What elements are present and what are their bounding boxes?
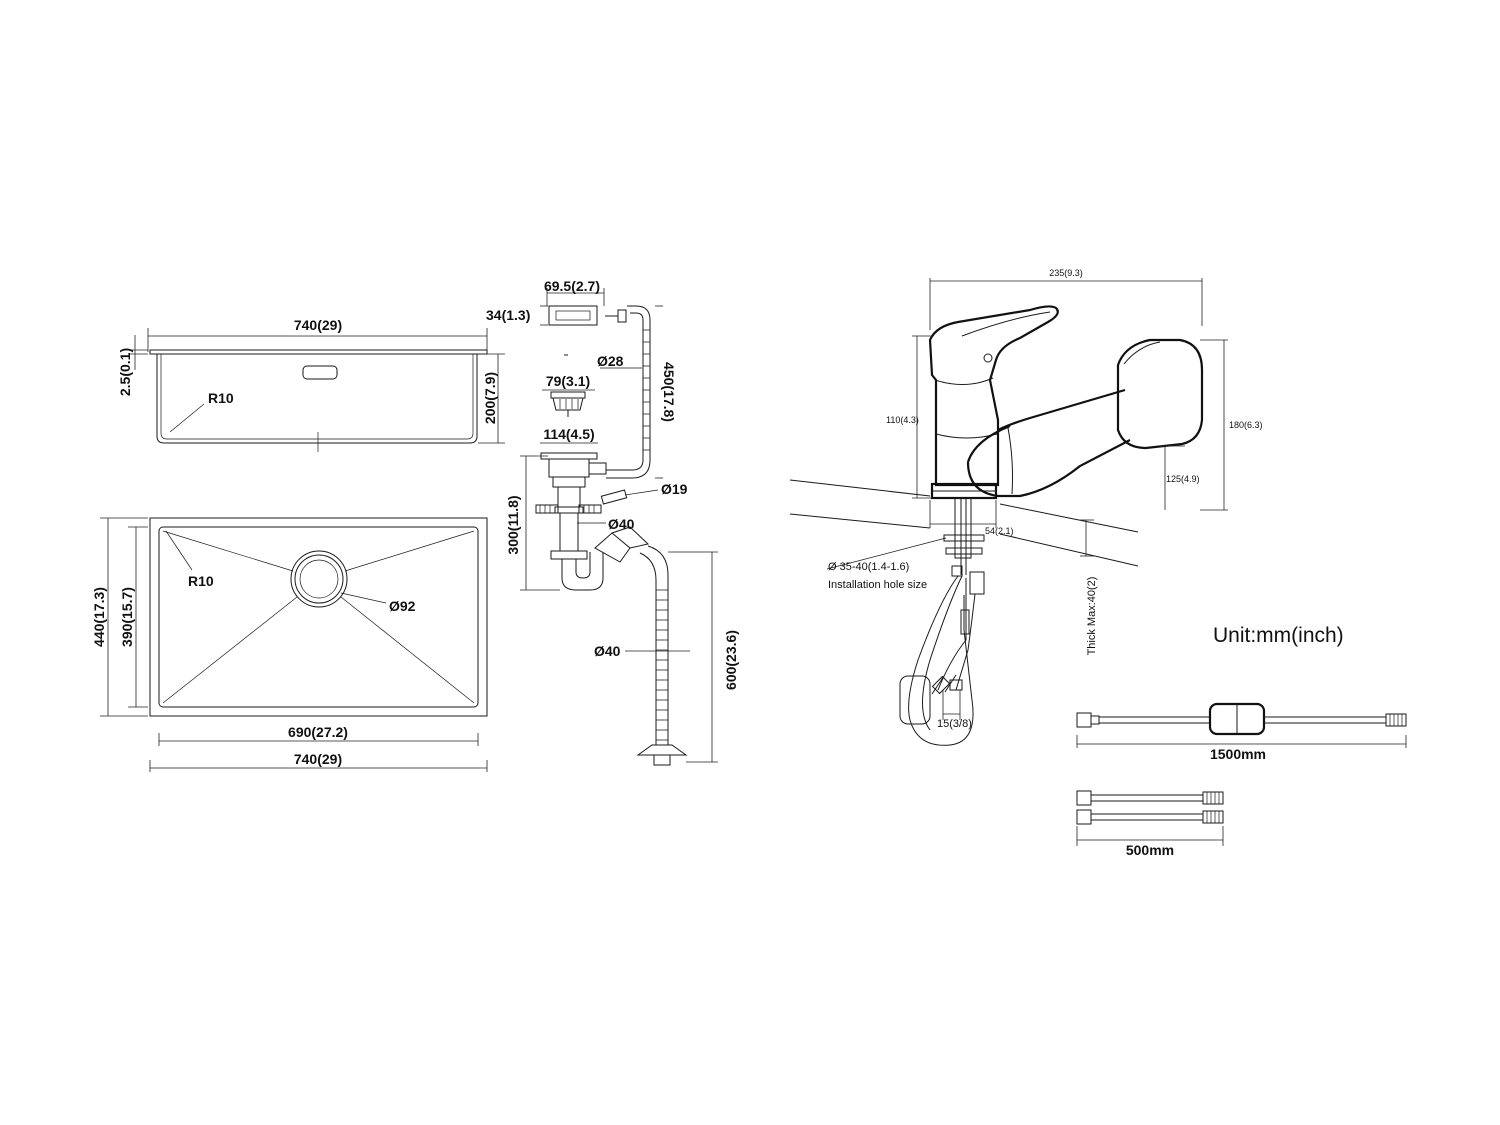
sink-depth-label: 200(7.9) [482,372,498,424]
spout-height-label: 110(4.3) [886,415,919,425]
faucet-drawing: 235(9.3) 110(4.3) 180(6.3) 125(4.9) [789,268,1263,746]
overflow-height-label: 34(1.3) [486,307,530,323]
overflow-width-label: 69.5(2.7) [544,278,600,294]
total-height-label: 180(6.3) [1229,420,1263,430]
counter-thickness-label: Thick Max:40(2) [1086,577,1098,656]
sink-width-label: 740(29) [294,317,342,333]
inner-depth-label: 390(15.7) [119,587,135,647]
rim-thickness-label: 2.5(0.1) [117,348,133,396]
supply-hoses: 1500mm 500mm [1076,702,1407,858]
sink-side-view: 740(29) 2.5(0.1) 200(7.9) R10 [117,317,505,452]
outer-depth-label: 440(17.3) [91,587,107,647]
flange-label: 114(4.5) [543,426,594,442]
trap-height-label: 300(11.8) [505,495,521,554]
drain-hose-length-label: 600(23.6) [723,630,739,690]
outlet-height-label: 125(4.9) [1166,474,1200,484]
hole-caption: Installation hole size [828,579,927,591]
top-radius-label: R10 [188,573,214,589]
sink-top-view: R10 Ø92 440(17.3) 390(15.7) 690(27.2) 74… [91,517,488,772]
drain-diameter-label: Ø92 [389,598,416,614]
faucet-reach-label: 235(9.3) [1049,268,1083,278]
drain-hose-diameter-label: Ø40 [594,643,621,659]
outer-width-label: 740(29) [294,751,342,767]
connector-diameter-label: Ø19 [661,481,688,497]
drain-kit: 69.5(2.7) 34(1.3) 450(17.8) Ø28 79(3.1) … [486,278,739,766]
hole-size-label: Ø 35-40(1.4-1.6) [828,561,909,573]
basket-label: 79(3.1) [546,373,590,389]
long-hose-label: 1500mm [1210,746,1266,762]
trap-diameter-label: Ø40 [608,516,635,532]
hose-length-label: 450(17.8) [661,362,677,422]
base-width-label: 54(2.1) [985,526,1014,536]
short-hose-label: 500mm [1126,842,1174,858]
thread-label: 15(3/8) [937,718,972,730]
inner-width-label: 690(27.2) [288,724,348,740]
side-radius-label: R10 [208,390,234,406]
hose-diameter-label: Ø28 [597,353,624,369]
unit-label: Unit:mm(inch) [1213,624,1344,647]
